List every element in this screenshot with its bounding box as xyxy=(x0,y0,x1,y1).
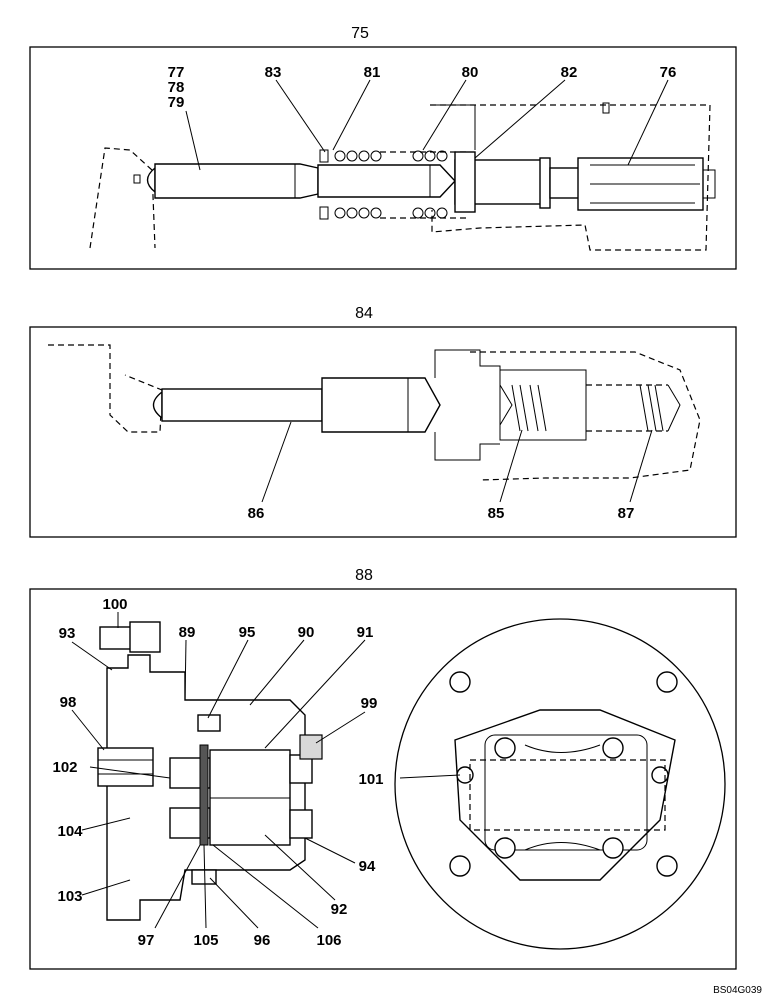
label-87: 87 xyxy=(618,505,635,522)
panel-88: 88 xyxy=(29,567,737,970)
panel-84: 84 86 85 87 xyxy=(29,305,737,538)
label-82: 82 xyxy=(561,64,578,81)
plug-99 xyxy=(299,734,323,760)
label-90: 90 xyxy=(298,624,315,641)
rod-86 xyxy=(161,388,323,422)
drawing-code: BS04G039 xyxy=(713,985,762,996)
panel-84-title: 84 xyxy=(355,305,373,322)
label-105: 105 xyxy=(193,932,218,949)
panel-84-frame xyxy=(29,326,737,538)
label-99: 99 xyxy=(361,695,378,712)
label-101: 101 xyxy=(358,771,383,788)
label-85: 85 xyxy=(488,505,505,522)
coupling-98 xyxy=(97,747,154,787)
label-89: 89 xyxy=(179,624,196,641)
panel-75-right-housing xyxy=(430,104,711,251)
panel-88-title: 88 xyxy=(355,567,373,584)
label-94: 94 xyxy=(359,858,376,875)
label-106: 106 xyxy=(316,932,341,949)
label-100: 100 xyxy=(102,596,127,613)
label-77: 77 xyxy=(168,64,185,81)
panel-84-right-housing xyxy=(470,351,701,481)
label-95: 95 xyxy=(239,624,256,641)
panel-84-left-housing xyxy=(48,344,163,433)
piston-rod xyxy=(154,163,319,199)
label-76: 76 xyxy=(660,64,677,81)
label-97: 97 xyxy=(138,932,155,949)
panel-75-title: 75 xyxy=(351,25,369,42)
label-98: 98 xyxy=(60,694,77,711)
pump-end-view xyxy=(394,618,726,950)
label-96: 96 xyxy=(254,932,271,949)
label-80: 80 xyxy=(462,64,479,81)
label-83: 83 xyxy=(265,64,282,81)
label-79: 79 xyxy=(168,94,185,111)
panel-88-frame xyxy=(29,588,737,970)
fitting-95 xyxy=(197,714,221,732)
rod-tip xyxy=(146,166,156,194)
panel-75: 75 xyxy=(29,25,737,270)
label-103: 103 xyxy=(57,888,82,905)
seal-ring xyxy=(199,744,209,846)
fitting-96 xyxy=(191,869,217,885)
label-78: 78 xyxy=(168,79,185,96)
panel-75-frame xyxy=(29,46,737,270)
sleeve xyxy=(317,164,456,198)
flange-circle xyxy=(394,618,726,950)
label-102: 102 xyxy=(52,759,77,776)
label-93: 93 xyxy=(59,625,76,642)
label-86: 86 xyxy=(248,505,265,522)
panel-75-left-housing xyxy=(89,147,156,249)
label-81: 81 xyxy=(364,64,381,81)
spool-body xyxy=(321,377,441,433)
label-92: 92 xyxy=(331,901,348,918)
pump-cross-section xyxy=(97,621,323,921)
spring-coils-84 xyxy=(511,384,664,432)
label-91: 91 xyxy=(357,624,374,641)
label-104: 104 xyxy=(57,823,83,840)
